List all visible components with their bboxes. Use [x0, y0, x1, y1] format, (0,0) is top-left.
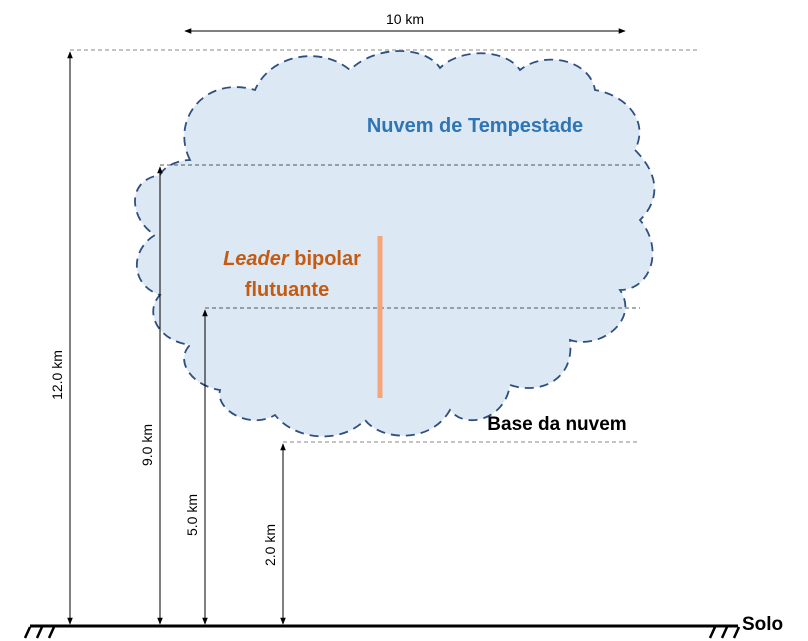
thundercloud-shape	[134, 50, 656, 438]
leader-label-line2: flutuante	[245, 279, 329, 301]
height-label-9km: 9.0 km	[139, 424, 155, 466]
leader-label-rest: bipolar	[289, 248, 361, 270]
cloud-label: Nuvem de Tempestade	[367, 115, 583, 137]
width-label: 10 km	[386, 11, 424, 27]
leader-label-italic: Leader	[223, 248, 290, 270]
ground-hatch-right	[708, 626, 741, 639]
height-label-5km: 5.0 km	[184, 494, 200, 536]
ground-label: Solo	[742, 614, 783, 635]
cloud-base-label: Base da nuvem	[487, 414, 626, 435]
leader-label: Leader bipolar	[223, 248, 361, 270]
height-label-2km: 2.0 km	[262, 524, 278, 566]
ground-hatch-left	[23, 626, 56, 639]
height-label-12km: 12.0 km	[49, 350, 65, 400]
